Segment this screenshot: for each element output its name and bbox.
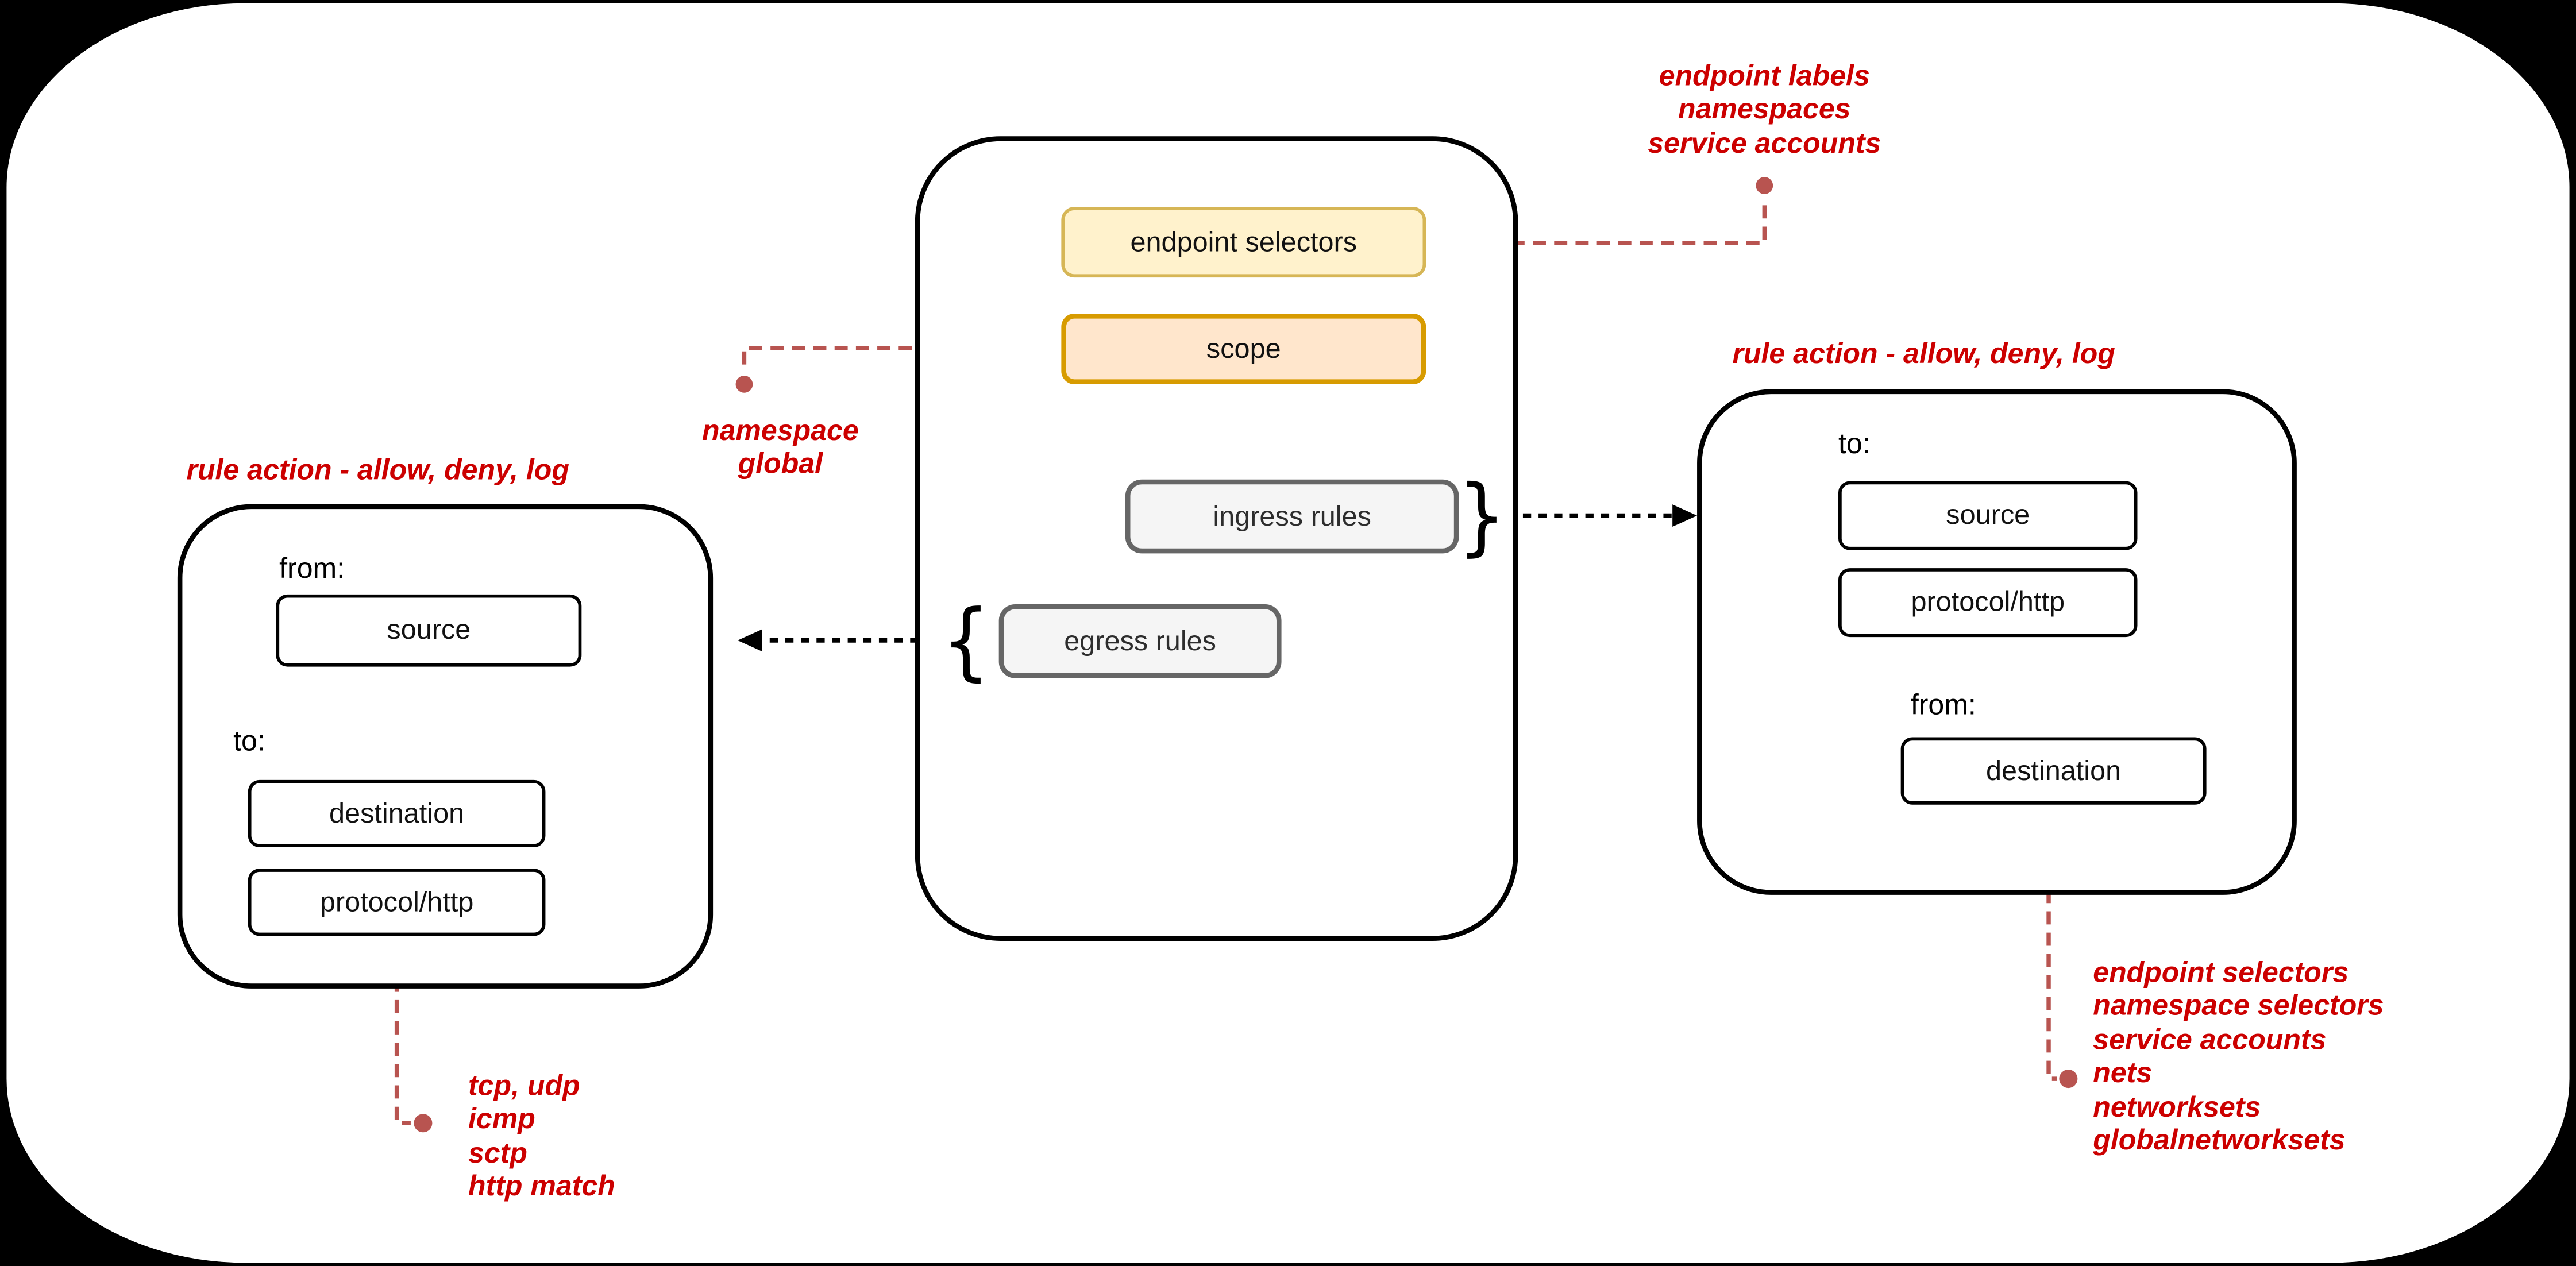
ingress-rule-card bbox=[1697, 389, 2297, 895]
egress-destination-label: destination bbox=[329, 797, 465, 829]
egress-rules-node: egress rules bbox=[998, 604, 1282, 678]
ingress-destination-label: destination bbox=[1986, 754, 2122, 786]
endpoint-selectors-node: endpoint selectors bbox=[1061, 207, 1426, 278]
ingress-protocol-node: protocol/http bbox=[1838, 568, 2138, 638]
egress-protocol-node: protocol/http bbox=[248, 869, 546, 936]
note-line: service accounts bbox=[1648, 126, 1881, 159]
note-line: global bbox=[738, 447, 823, 480]
ingress-brace: } bbox=[1457, 466, 1506, 566]
egress-rules-label: egress rules bbox=[1064, 624, 1217, 657]
scope-label: scope bbox=[1206, 332, 1281, 364]
note-line: nets bbox=[2093, 1056, 2153, 1089]
egress-from-label: from: bbox=[279, 551, 345, 585]
ingress-rule-title: rule action - allow, deny, log bbox=[1732, 337, 2115, 370]
note-line: sctp bbox=[468, 1136, 527, 1169]
egress-destination-node: destination bbox=[248, 779, 546, 848]
egress-source-label: source bbox=[387, 614, 471, 646]
egress-rule-title: rule action - allow, deny, log bbox=[186, 453, 569, 487]
scope-node: scope bbox=[1061, 313, 1426, 384]
note-line: service accounts bbox=[2093, 1022, 2327, 1056]
destination-note: endpoint selectors namespace selectors s… bbox=[2093, 956, 2384, 1157]
ingress-to-label: to: bbox=[1838, 427, 1871, 460]
egress-source-node: source bbox=[276, 594, 582, 667]
ingress-rules-node: ingress rules bbox=[1125, 479, 1459, 554]
note-line: icmp bbox=[468, 1102, 535, 1136]
ingress-rules-label: ingress rules bbox=[1213, 500, 1371, 531]
ingress-source-node: source bbox=[1838, 481, 2138, 550]
note-line: http match bbox=[468, 1169, 615, 1203]
egress-protocol-label: protocol/http bbox=[319, 886, 474, 917]
endpoint-selectors-note: endpoint labels namespaces service accou… bbox=[1565, 59, 1963, 160]
scope-note: namespace global bbox=[649, 414, 912, 481]
note-line: endpoint labels bbox=[1659, 59, 1870, 92]
endpoint-selectors-label: endpoint selectors bbox=[1130, 226, 1358, 257]
protocol-note: tcp, udp icmp sctp http match bbox=[468, 1069, 615, 1203]
ingress-destination-node: destination bbox=[1900, 737, 2207, 805]
note-line: globalnetworksets bbox=[2093, 1123, 2346, 1156]
note-line: namespaces bbox=[1678, 92, 1851, 126]
ingress-protocol-label: protocol/http bbox=[1911, 586, 2065, 617]
egress-brace: { bbox=[942, 590, 990, 690]
note-line: namespace selectors bbox=[2093, 989, 2384, 1022]
ingress-source-label: source bbox=[1946, 499, 2030, 531]
ingress-from-label: from: bbox=[1910, 688, 1976, 721]
egress-to-label: to: bbox=[233, 724, 265, 757]
note-line: endpoint selectors bbox=[2093, 955, 2349, 989]
note-line: namespace bbox=[702, 414, 859, 447]
note-line: networksets bbox=[2093, 1090, 2261, 1123]
note-line: tcp, udp bbox=[468, 1068, 580, 1102]
